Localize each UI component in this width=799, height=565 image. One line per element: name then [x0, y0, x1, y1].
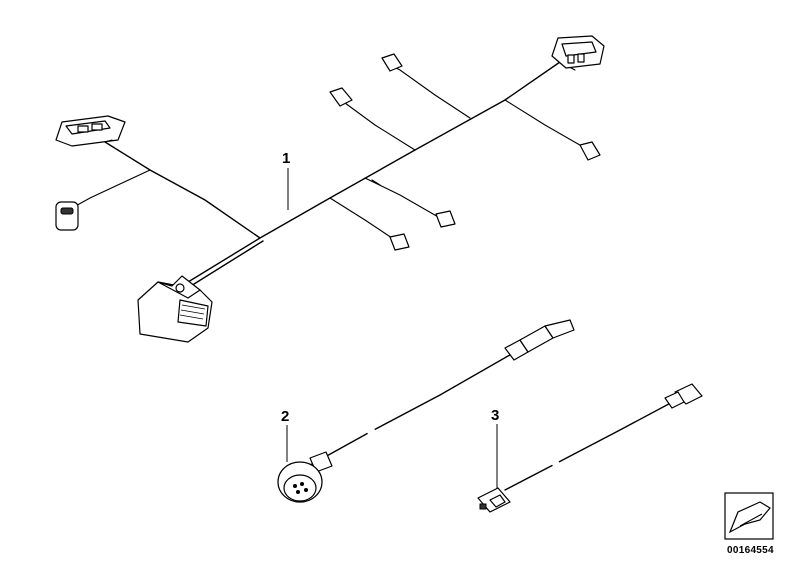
callout-3: 3	[491, 407, 499, 424]
connector-top-mid-1	[329, 87, 353, 107]
connector-right-small	[579, 141, 601, 161]
connector-lower-right-2	[389, 233, 410, 251]
connector-round	[277, 451, 333, 503]
sensor-plug-left	[477, 487, 511, 513]
sensor-probe	[504, 319, 575, 361]
sensor-plug-right	[664, 383, 703, 409]
connector-top-left	[55, 115, 126, 147]
cable-round-connector: 2	[277, 319, 575, 503]
connector-top-mid-2	[381, 53, 403, 72]
page-arrow-icon	[724, 492, 774, 540]
document-number: 00164554	[727, 545, 774, 556]
connector-ecu	[137, 275, 213, 343]
connector-lower-right-1	[435, 210, 456, 228]
connector-top-right	[551, 35, 605, 69]
callout-1: 1	[282, 150, 290, 167]
connector-left-small	[55, 201, 79, 231]
sensor-cable: 3	[477, 383, 703, 513]
wiring-harness-main: 1	[55, 35, 605, 343]
callout-2: 2	[281, 408, 289, 425]
